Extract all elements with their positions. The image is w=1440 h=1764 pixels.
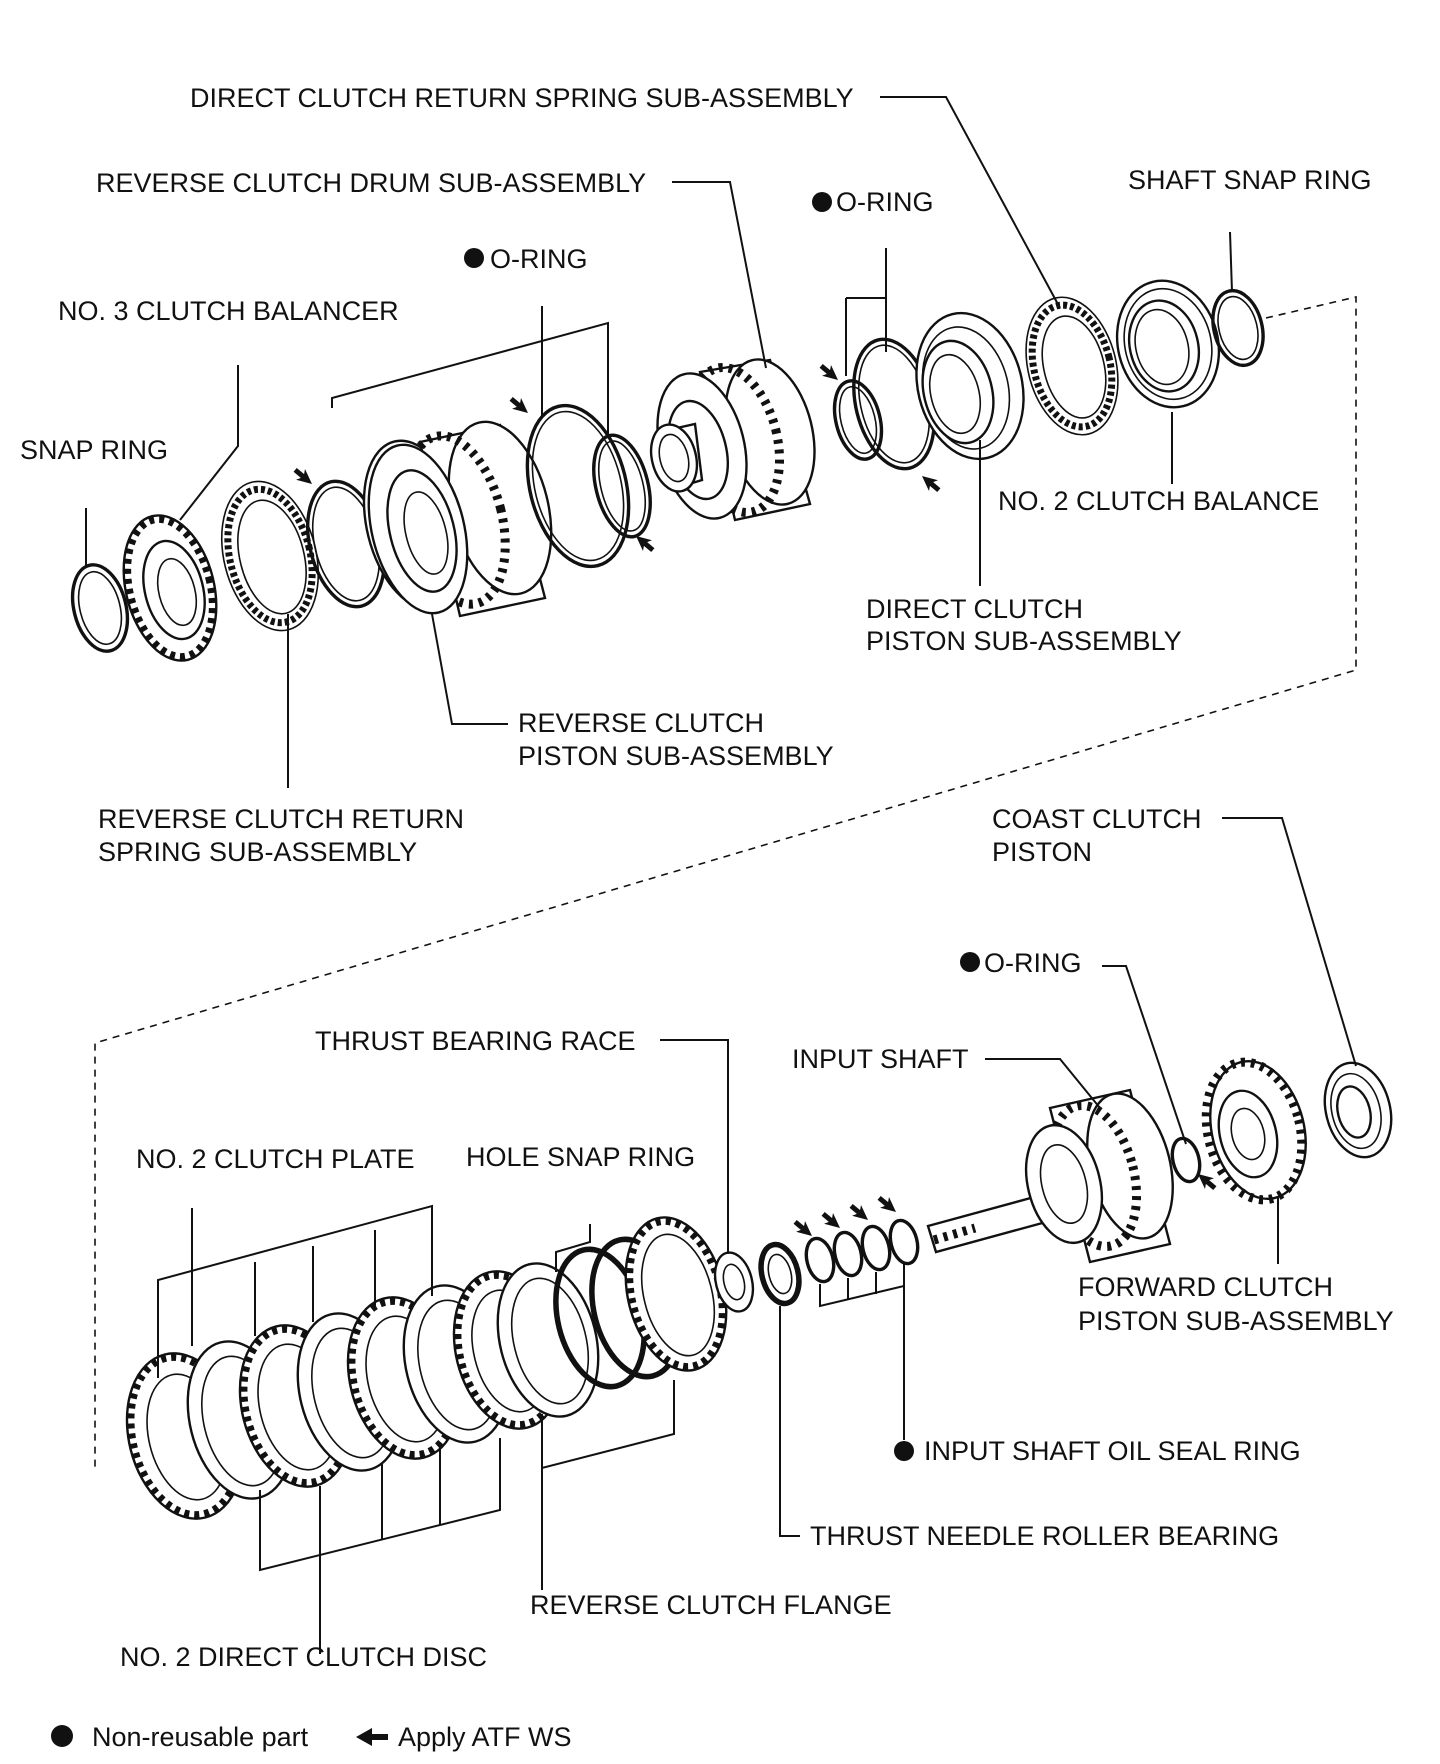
input-shaft-part xyxy=(926,1088,1174,1264)
o-ring-reverse-outer-part xyxy=(525,403,631,569)
label-thrust-bearing-race: THRUST BEARING RACE xyxy=(315,1026,636,1056)
part-labels: DIRECT CLUTCH RETURN SPRING SUB-ASSEMBLY… xyxy=(20,83,1394,1672)
non-reusable-dot-icon xyxy=(464,248,484,268)
label-shaft-snap-ring: SHAFT SNAP RING xyxy=(1128,165,1372,195)
leader-lines-bottom xyxy=(157,817,1357,1654)
label-direct-clutch-piston-line1: DIRECT CLUTCH xyxy=(866,594,1083,624)
label-thrust-needle-roller-bearing: THRUST NEEDLE ROLLER BEARING xyxy=(810,1521,1279,1551)
label-reverse-clutch-flange: REVERSE CLUTCH FLANGE xyxy=(530,1590,892,1620)
clutch-pack xyxy=(125,1262,600,1520)
label-input-shaft: INPUT SHAFT xyxy=(792,1044,969,1074)
reverse-clutch-drum-part xyxy=(649,358,816,522)
o-ring-piston-inner-part xyxy=(832,379,884,461)
direct-clutch-return-spring-part xyxy=(1025,296,1119,436)
label-snap-ring: SNAP RING xyxy=(20,435,168,465)
label-o-ring-top-left: O-RING xyxy=(490,244,588,274)
input-shaft-oil-seal-rings xyxy=(804,1218,920,1284)
label-no2-clutch-plate: NO. 2 CLUTCH PLATE xyxy=(136,1144,415,1174)
legend: Non-reusable part Apply ATF WS xyxy=(51,1722,572,1752)
label-o-ring-top-right: O-RING xyxy=(836,187,934,217)
thrust-needle-roller-bearing-part xyxy=(758,1241,802,1307)
non-reusable-dot-icon xyxy=(960,952,980,972)
leader-lines-top xyxy=(85,96,1233,788)
o-ring-forward-part xyxy=(1170,1136,1202,1184)
non-reusable-dot-icon xyxy=(812,192,832,212)
label-no2-clutch-balance: NO. 2 CLUTCH BALANCE xyxy=(998,486,1319,516)
label-no3-clutch-balancer: NO. 3 CLUTCH BALANCER xyxy=(58,296,399,326)
label-coast-clutch-piston-line1: COAST CLUTCH xyxy=(992,804,1202,834)
reverse-clutch-drum-cylinder-part xyxy=(367,420,553,618)
label-hole-snap-ring: HOLE SNAP RING xyxy=(466,1142,695,1172)
label-direct-clutch-return-spring: DIRECT CLUTCH RETURN SPRING SUB-ASSEMBLY xyxy=(190,83,854,113)
thrust-bearing-race-part xyxy=(713,1251,755,1313)
reverse-clutch-flange-part xyxy=(496,1262,600,1418)
label-reverse-clutch-piston-line2: PISTON SUB-ASSEMBLY xyxy=(518,741,834,771)
coast-clutch-piston-part xyxy=(1323,1061,1393,1159)
forward-clutch-piston-part xyxy=(1201,1057,1307,1205)
label-forward-clutch-piston-line2: PISTON SUB-ASSEMBLY xyxy=(1078,1306,1394,1336)
non-reusable-dot-icon xyxy=(894,1441,914,1461)
label-input-shaft-oil-seal-ring: INPUT SHAFT OIL SEAL RING xyxy=(924,1436,1301,1466)
label-reverse-clutch-drum: REVERSE CLUTCH DRUM SUB-ASSEMBLY xyxy=(96,168,646,198)
label-o-ring-bottom: O-RING xyxy=(984,948,1082,978)
label-no2-direct-clutch-disc: NO. 2 DIRECT CLUTCH DISC xyxy=(120,1642,487,1672)
no3-clutch-balancer-part xyxy=(122,514,218,662)
direct-clutch-piston-part xyxy=(915,311,1025,461)
label-direct-clutch-piston-line2: PISTON SUB-ASSEMBLY xyxy=(866,626,1182,656)
label-reverse-clutch-return-spring-line2: SPRING SUB-ASSEMBLY xyxy=(98,837,417,867)
legend-non-reusable-label: Non-reusable part xyxy=(92,1722,309,1752)
label-reverse-clutch-piston-line1: REVERSE CLUTCH xyxy=(518,708,764,738)
label-forward-clutch-piston-line1: FORWARD CLUTCH xyxy=(1078,1272,1333,1302)
label-coast-clutch-piston-line2: PISTON xyxy=(992,837,1092,867)
shaft-snap-ring-part xyxy=(1211,288,1265,368)
snap-ring-part xyxy=(70,563,130,653)
o-ring-drum-part xyxy=(592,433,652,539)
legend-non-reusable-dot-icon xyxy=(51,1725,73,1747)
legend-atf-arrow-icon xyxy=(356,1728,388,1746)
no2-clutch-balance-part xyxy=(1115,279,1221,409)
label-reverse-clutch-return-spring-line1: REVERSE CLUTCH RETURN xyxy=(98,804,464,834)
legend-apply-atf-label: Apply ATF WS xyxy=(398,1722,572,1752)
